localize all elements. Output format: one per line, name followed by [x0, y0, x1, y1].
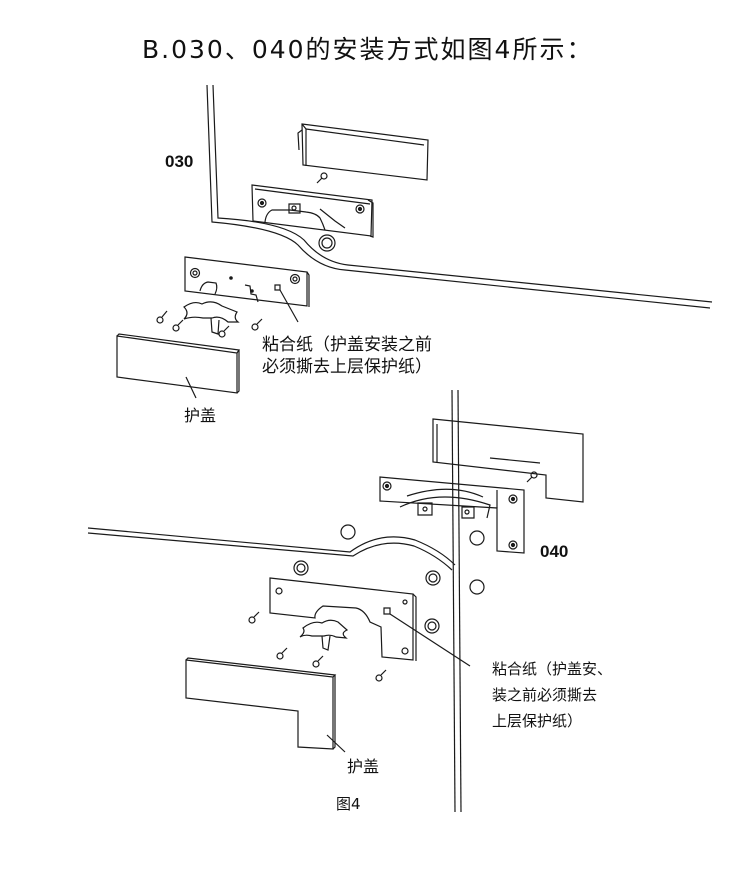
latch-040 [300, 620, 347, 650]
hole-icon [470, 580, 484, 594]
model-label-040: 040 [540, 542, 569, 561]
screw-icon [527, 472, 537, 482]
note-line: 粘合纸（护盖安装之前 [262, 335, 432, 355]
hinge-body-030 [252, 185, 373, 237]
screw-icon [249, 612, 259, 623]
note-line: 装之前必须撕去 [492, 686, 598, 704]
screw-icon [277, 648, 287, 659]
adhesive-note-bottom: 粘合纸（护盖安、 装之前必须撕去 上层保护纸） [492, 656, 612, 734]
page-title: B.030、040的安装方式如图4所示： [142, 35, 594, 64]
hinge-body-040 [380, 477, 524, 553]
screw-icon [376, 670, 386, 681]
cover-040 [186, 658, 345, 752]
hole-icon [470, 531, 484, 545]
bushing-icon [294, 561, 308, 575]
mounting-plate-030 [185, 257, 309, 322]
note-line: 必须撕去上层保护纸） [262, 357, 432, 377]
door-frame-030 [207, 85, 712, 308]
screw-icon [219, 326, 229, 337]
figure-caption: 图4 [336, 795, 361, 813]
latch-030 [184, 302, 238, 334]
screw-icon [173, 320, 183, 331]
bushing-icon [425, 619, 439, 633]
screw-icon [317, 173, 327, 183]
bushing-icon [319, 235, 335, 251]
bushing-icon [426, 571, 440, 585]
note-line: 粘合纸（护盖安、 [492, 660, 613, 678]
door-frame-040 [88, 390, 461, 812]
cover-label-bottom: 护盖 [347, 757, 380, 776]
cover-030 [117, 334, 239, 398]
note-line: 上层保护纸） [492, 712, 583, 730]
model-label-030: 030 [165, 152, 194, 171]
mounting-plate-040 [270, 578, 470, 666]
screw-icon [157, 311, 167, 323]
adhesive-note-top: 粘合纸（护盖安装之前 必须撕去上层保护纸） [262, 334, 432, 378]
top-cover-plate-040 [433, 419, 583, 502]
screw-icon [252, 319, 262, 330]
hole-icon [341, 525, 355, 539]
top-cover-plate-030 [298, 124, 428, 180]
screw-icon [313, 656, 323, 667]
cover-label-top: 护盖 [184, 406, 217, 425]
